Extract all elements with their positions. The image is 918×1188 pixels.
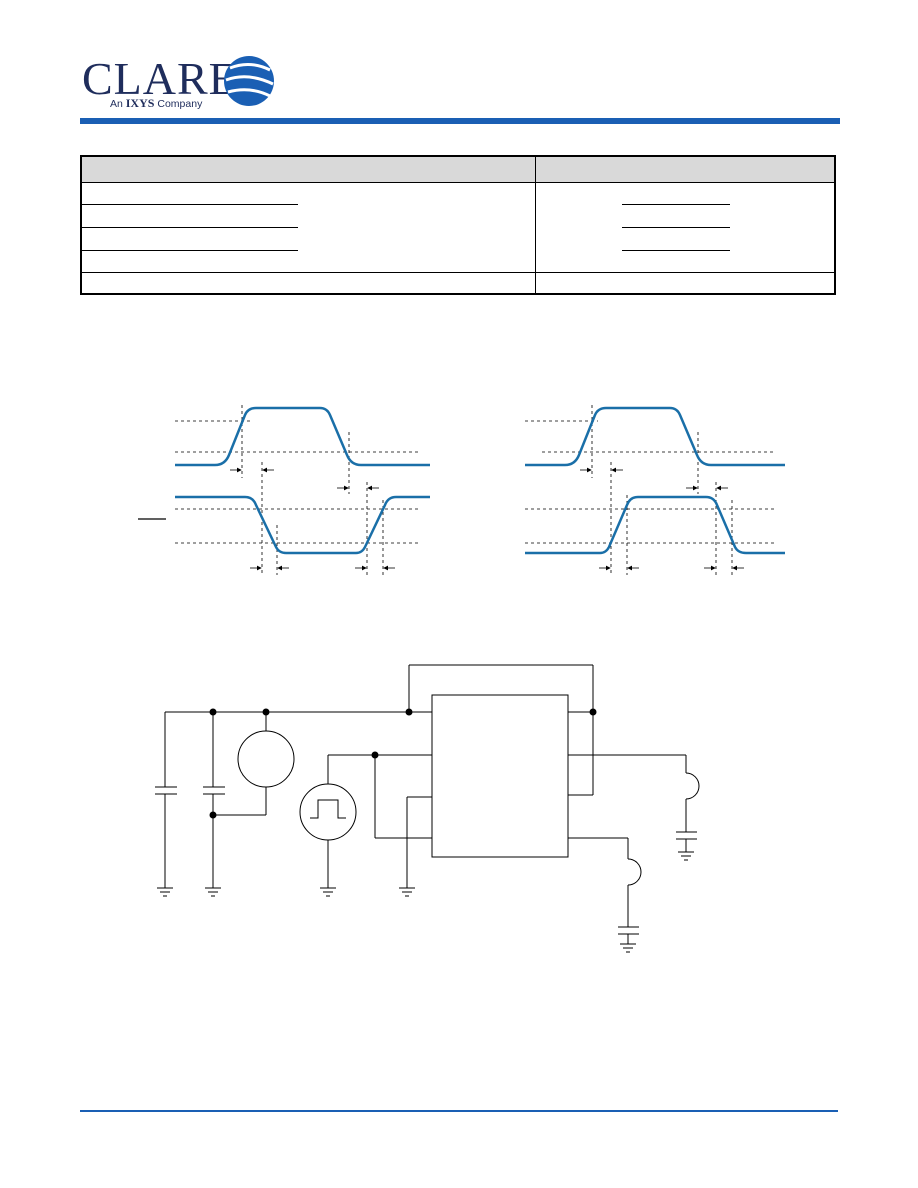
ground-symbols	[157, 851, 694, 953]
ground-icon	[157, 887, 173, 897]
tagline-suffix: Company	[157, 98, 203, 110]
logo-wordmark: CLARE	[82, 53, 238, 104]
device-under-test	[431, 694, 569, 858]
ground-icon	[678, 851, 694, 861]
load-coil-icon	[627, 858, 642, 886]
table-subrow-line	[82, 227, 298, 228]
input-waveform-left	[175, 406, 430, 467]
capacitor-icon	[155, 712, 177, 888]
table-subrow-line	[82, 204, 298, 205]
header-rule	[80, 118, 840, 124]
tagline-brand: IXYS	[125, 96, 155, 110]
junction-dots	[209, 708, 597, 819]
output-waveform-left	[175, 495, 430, 555]
capacitor-icon	[203, 712, 225, 888]
table-value-line	[622, 227, 730, 228]
test-circuit	[155, 664, 700, 944]
spec-table	[80, 155, 836, 295]
ground-icon	[320, 887, 336, 897]
supply-source	[237, 730, 295, 788]
logo-tagline: An IXYS Company	[110, 96, 202, 111]
input-waveform-right	[525, 406, 785, 467]
table-value-line	[622, 250, 730, 251]
table-subrow-line	[82, 250, 298, 251]
table-header-left	[82, 157, 536, 183]
table-value-line	[622, 204, 730, 205]
ground-icon	[620, 943, 636, 953]
output-waveform-right	[525, 495, 785, 555]
ground-icon	[399, 887, 415, 897]
load-coil-icon	[685, 772, 700, 800]
tagline-prefix: An	[110, 98, 123, 110]
ground-icon	[205, 887, 221, 897]
footer-rule	[80, 1110, 838, 1112]
timing-diagram-left	[138, 405, 430, 575]
table-column-divider	[535, 157, 536, 293]
table-header-right	[536, 157, 834, 183]
pulse-generator-icon	[299, 783, 357, 841]
timing-diagram-right	[525, 405, 785, 575]
table-row-divider	[82, 272, 834, 273]
